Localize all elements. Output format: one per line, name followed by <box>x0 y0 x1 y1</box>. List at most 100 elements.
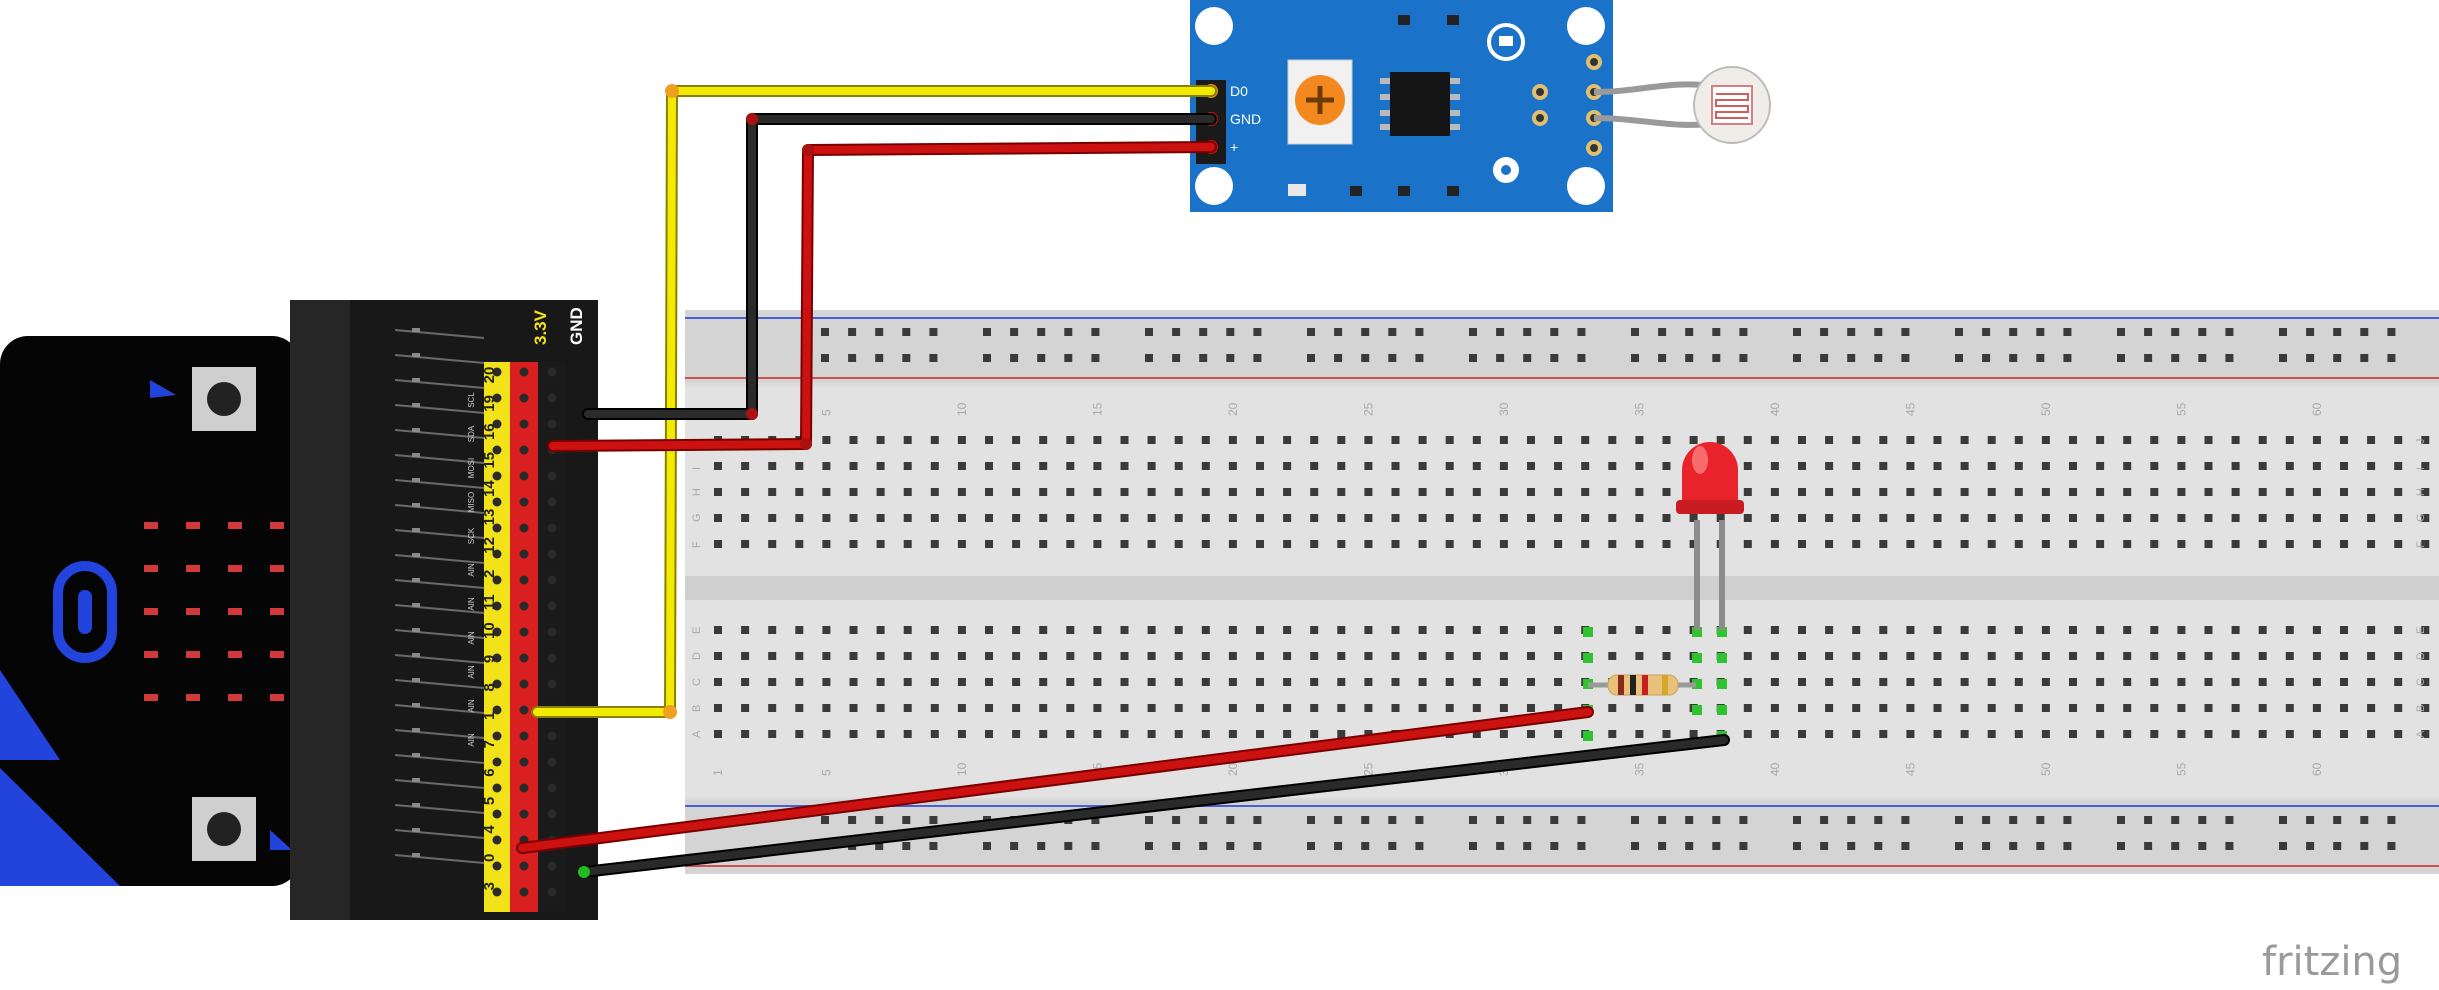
rail-hole[interactable] <box>2333 842 2342 850</box>
breadboard-hole[interactable] <box>1120 462 1129 470</box>
rail-hole[interactable] <box>1415 354 1424 362</box>
breadboard-hole[interactable] <box>2258 652 2267 660</box>
breadboard-hole[interactable] <box>1418 462 1427 470</box>
breadboard-hole[interactable] <box>957 652 966 660</box>
breadboard-hole[interactable] <box>1906 488 1915 496</box>
breadboard-hole[interactable] <box>2204 678 2213 686</box>
rail-hole[interactable] <box>1226 354 1235 362</box>
breadboard-hole[interactable] <box>1120 488 1129 496</box>
rail-hole[interactable] <box>2198 842 2207 850</box>
rail-hole[interactable] <box>1091 842 1100 850</box>
breadboard-hole[interactable] <box>2340 730 2348 738</box>
breadboard-hole[interactable] <box>1825 652 1834 660</box>
rail-hole[interactable] <box>2387 816 2396 824</box>
breadboard-hole[interactable] <box>2123 514 2132 522</box>
breadboard-hole[interactable] <box>1960 488 1969 496</box>
breadboard-hole[interactable] <box>1743 678 1752 686</box>
header-pin[interactable] <box>547 393 557 403</box>
breadboard-hole[interactable] <box>822 514 831 522</box>
breadboard-hole[interactable] <box>1608 540 1617 548</box>
breadboard-hole[interactable] <box>1879 730 1888 738</box>
breadboard-hole[interactable] <box>1770 626 1779 634</box>
breadboard-hole[interactable] <box>1554 652 1563 660</box>
rail-hole[interactable] <box>1658 328 1667 336</box>
breadboard-hole[interactable] <box>1283 626 1292 634</box>
rail-hole[interactable] <box>2036 354 2045 362</box>
breadboard-hole[interactable] <box>2231 514 2240 522</box>
breadboard-hole[interactable] <box>1310 462 1319 470</box>
rail-hole[interactable] <box>929 354 938 362</box>
rail-hole[interactable] <box>2117 842 2125 850</box>
header-pin[interactable] <box>547 783 557 793</box>
breadboard-hole[interactable] <box>1770 514 1779 522</box>
breadboard-hole[interactable] <box>714 488 722 496</box>
breadboard-hole[interactable] <box>1933 626 1942 634</box>
breadboard-hole[interactable] <box>1770 488 1779 496</box>
header-pin[interactable] <box>547 497 557 507</box>
breadboard-hole[interactable] <box>1906 626 1915 634</box>
breadboard-hole[interactable] <box>1256 704 1264 712</box>
breadboard-hole[interactable] <box>1174 462 1183 470</box>
breadboard-hole[interactable] <box>2041 488 2050 496</box>
breadboard-hole[interactable] <box>1283 730 1292 738</box>
rail-hole[interactable] <box>1415 816 1424 824</box>
breadboard-hole[interactable] <box>1174 626 1183 634</box>
breadboard-hole[interactable] <box>1228 436 1237 444</box>
header-pin[interactable] <box>519 809 529 819</box>
breadboard-hole[interactable] <box>1933 514 1942 522</box>
breadboard-hole[interactable] <box>2367 514 2376 522</box>
breadboard-hole[interactable] <box>1825 514 1834 522</box>
header-pin[interactable] <box>492 679 502 689</box>
header-pin[interactable] <box>492 575 502 585</box>
rail-hole[interactable] <box>1361 354 1370 362</box>
breadboard-hole[interactable] <box>1770 704 1779 712</box>
breadboard-hole[interactable] <box>1554 540 1563 548</box>
rail-hole[interactable] <box>2333 354 2342 362</box>
breadboard-hole[interactable] <box>2312 626 2321 634</box>
breadboard-hole[interactable] <box>714 730 722 738</box>
rail-hole[interactable] <box>2144 816 2153 824</box>
rail-hole[interactable] <box>1982 354 1991 362</box>
breadboard-hole[interactable] <box>2285 678 2294 686</box>
breadboard-hole[interactable] <box>1852 626 1861 634</box>
rail-hole[interactable] <box>1199 816 1208 824</box>
breadboard-hole[interactable] <box>1337 436 1346 444</box>
header-pin[interactable] <box>547 601 557 611</box>
breadboard-hole[interactable] <box>1879 514 1888 522</box>
rail-hole[interactable] <box>1955 816 1963 824</box>
rail-hole[interactable] <box>2387 842 2396 850</box>
header-pin[interactable] <box>519 861 529 871</box>
breadboard-hole[interactable] <box>876 652 885 660</box>
breadboard-hole[interactable] <box>1554 678 1563 686</box>
breadboard-hole[interactable] <box>957 462 966 470</box>
rail-hole[interactable] <box>2360 816 2369 824</box>
breadboard-hole[interactable] <box>2041 626 2050 634</box>
breadboard-hole[interactable] <box>1337 678 1346 686</box>
rail-hole[interactable] <box>1307 354 1315 362</box>
rail-hole[interactable] <box>1523 816 1532 824</box>
breadboard-hole[interactable] <box>1120 678 1129 686</box>
rail-hole[interactable] <box>1658 816 1667 824</box>
breadboard-hole[interactable] <box>2177 436 2186 444</box>
breadboard-hole[interactable] <box>1499 626 1508 634</box>
rail-hole[interactable] <box>1631 328 1639 336</box>
breadboard-hole[interactable] <box>1662 540 1671 548</box>
breadboard-hole[interactable] <box>2069 540 2077 548</box>
breadboard-hole[interactable] <box>2367 488 2376 496</box>
breadboard-hole[interactable] <box>1039 730 1048 738</box>
breadboard-hole[interactable] <box>876 678 885 686</box>
rail-hole[interactable] <box>1172 842 1181 850</box>
breadboard-hole[interactable] <box>1987 678 1996 686</box>
rail-hole[interactable] <box>2198 354 2207 362</box>
breadboard-hole[interactable] <box>1608 514 1617 522</box>
breadboard-hole[interactable] <box>2421 678 2430 686</box>
breadboard-hole[interactable] <box>2312 652 2321 660</box>
header-pin[interactable] <box>519 601 529 611</box>
breadboard-hole[interactable] <box>2177 704 2186 712</box>
rail-hole[interactable] <box>1145 328 1153 336</box>
rail-hole[interactable] <box>2387 354 2396 362</box>
breadboard-hole[interactable] <box>1933 436 1942 444</box>
breadboard-hole[interactable] <box>2041 462 2050 470</box>
breadboard-hole[interactable] <box>714 462 722 470</box>
breadboard-hole[interactable] <box>1310 514 1319 522</box>
